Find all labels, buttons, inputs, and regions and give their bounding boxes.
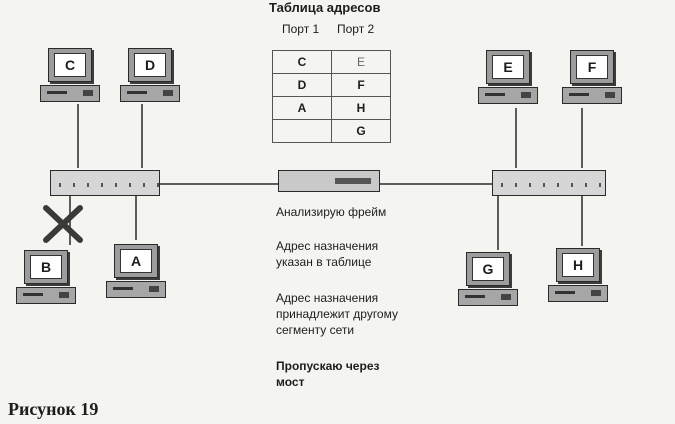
table-row: A H — [272, 96, 391, 120]
hub-icon — [50, 170, 160, 196]
computer-b-label: B — [30, 255, 62, 279]
annotation-analyze: Анализирую фрейм — [276, 205, 387, 219]
computer-icon: D — [128, 48, 172, 82]
hub-icon — [492, 170, 606, 196]
computer-b: B — [16, 250, 78, 306]
computer-f: F — [562, 50, 624, 106]
computer-icon: H — [556, 248, 600, 282]
computer-c: C — [40, 48, 102, 104]
annotation-line: принадлежит другому — [276, 307, 398, 321]
computer-h-label: H — [562, 253, 594, 277]
table-cell: D — [272, 73, 332, 97]
address-table: C E D F A H G — [272, 50, 391, 143]
table-row: G — [272, 119, 391, 143]
computer-d: D — [120, 48, 182, 104]
annotation-line: указан в таблице — [276, 255, 372, 269]
cross-icon — [43, 205, 83, 243]
bridge-icon — [278, 170, 380, 192]
computer-e: E — [478, 50, 540, 106]
table-cell: F — [331, 73, 391, 97]
port1-header: Порт 1 — [282, 22, 320, 36]
port2-header: Порт 2 — [337, 22, 375, 36]
annotation-line: Адрес назначения — [276, 291, 379, 305]
computer-g: G — [458, 252, 520, 308]
computer-icon: A — [114, 244, 158, 278]
computer-f-label: F — [576, 55, 608, 79]
computer-icon: B — [24, 250, 68, 284]
table-cell — [272, 119, 332, 143]
computer-d-label: D — [134, 53, 166, 77]
figure-caption: Рисунок 19 — [8, 399, 99, 419]
table-cell: G — [331, 119, 391, 143]
annotation-line: Адрес назначения — [276, 239, 379, 253]
computer-a-label: A — [120, 249, 152, 273]
computer-icon: C — [48, 48, 92, 82]
computer-a: A — [106, 244, 168, 300]
computer-icon: E — [486, 50, 530, 84]
computer-c-label: C — [54, 53, 86, 77]
table-title: Таблица адресов — [269, 0, 381, 15]
table-row: D F — [272, 73, 391, 97]
table-cell: H — [331, 96, 391, 120]
table-row: C E — [272, 50, 391, 74]
computer-g-label: G — [472, 257, 504, 281]
computer-icon: G — [466, 252, 510, 286]
table-cell: E — [331, 50, 391, 74]
computer-h: H — [548, 248, 610, 304]
table-cell: A — [272, 96, 332, 120]
annotation-line: мост — [276, 375, 305, 389]
annotation-line: сегменту сети — [276, 323, 355, 337]
computer-icon: F — [570, 50, 614, 84]
table-cell: C — [272, 50, 332, 74]
computer-e-label: E — [492, 55, 524, 79]
annotation-line: Пропускаю через — [276, 359, 380, 373]
